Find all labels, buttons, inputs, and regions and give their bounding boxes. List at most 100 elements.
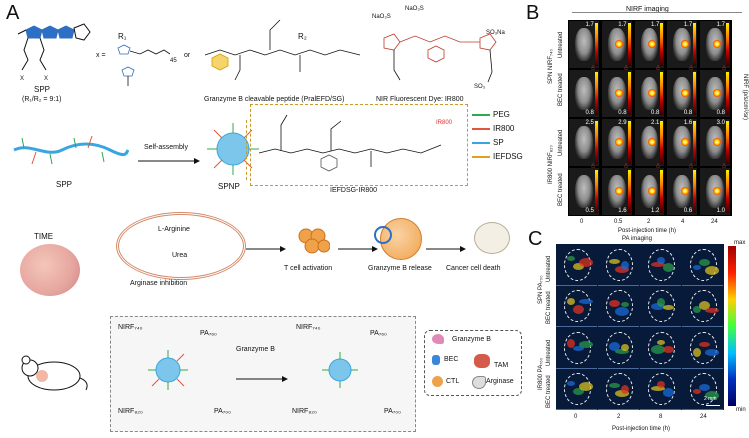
tumor-roi-circle [606,248,633,281]
pa-signal [657,256,666,264]
spp-chain-illustration [10,128,130,174]
panel-letter-c: C [528,228,543,250]
pa-row2-label: BEC treated [546,291,552,324]
spp-structure [14,20,94,80]
dye-caption: NIR Fluorescent Dye: IR800 [376,96,464,103]
ir800-structure [370,6,510,90]
nirf-row4-label: BEC treated [558,173,564,206]
pa-tile [640,285,681,327]
mouse-silhouette [574,28,593,61]
nirf-colorbar [594,170,598,213]
fluorescence-hotspot [614,186,623,195]
nirf-tile: 1.6 [601,168,632,215]
pa-tile [598,327,639,369]
pa-signal [693,347,702,357]
peptide-caption: Granzyme B cleavable peptide (PralEFD/SG… [204,96,345,103]
fluorescence-hotspot [614,39,623,48]
pa-signal [578,299,593,305]
pa-row4-label: BEC treated [546,375,552,408]
self-assembly-arrow [138,152,200,164]
bec-icon [432,355,440,365]
pa-tile [598,285,639,327]
tumor-roi-circle [690,373,717,406]
cell-legend-box [424,330,522,396]
probe-particle-b [320,350,360,390]
nirf-row1-label: Untreated [558,31,564,58]
nirf-colorbar [693,170,697,213]
mouse-silhouette [574,77,593,110]
pa-signal [693,306,702,314]
pa-signal [615,307,630,317]
pa700-b: PA₇₀₀ [384,408,402,415]
pa-signal [657,339,666,345]
or-text: or [184,52,191,59]
tumor-roi-circle [690,331,717,364]
pa-signal [657,298,666,308]
spnp-label: SPNP [218,182,240,191]
fluorescence-hotspot [680,39,689,48]
nirf-colorbar [725,72,729,115]
legend-tam: TAM [494,362,509,369]
pa-colorbar [728,246,736,406]
pa-signal [704,307,719,313]
granzyme-icon [432,334,444,344]
pa-tile [682,285,723,327]
pa-signal [651,303,666,311]
x-label-1: X [20,76,25,82]
fluorescence-hotspot [680,186,689,195]
nirf-imaging-title: NIRF imaging [626,6,669,13]
fluorescence-hotspot [647,186,656,195]
pa-tile [556,368,597,410]
probe-particle-a [146,348,190,392]
nirf-colorbar [627,170,631,213]
nirf-scale-min: 1.6 [618,208,627,214]
so3na-3: SO₃Na [486,30,505,36]
arrow-to-granzyme [338,240,378,252]
arginase-icon [472,376,486,389]
iefdsg-ir800-box [250,104,468,186]
nirf-tile: 0.8 [667,70,698,117]
pa-time-0: 0 [574,414,578,420]
pa-tile [556,285,597,327]
pa-xlabel: Post-injection time (h) [612,426,671,432]
nirf-colorbar [725,121,729,164]
nirf-tile: 0.5 [569,168,599,215]
nirf-tile: 0.8 [569,70,599,117]
magnifier-icon [374,226,392,244]
pa-time-3: 24 [700,414,707,420]
pa-signal [609,341,621,351]
cell-membrane [116,212,246,280]
nirf-colorbar-label: NIRF (p/s/cm²/sr) [742,74,748,120]
nirf-row3-label: Untreated [558,129,564,156]
nirf-row2-label: BEC treated [558,73,564,106]
nirf-scale-min: 0.5 [585,208,594,214]
pa-signal [657,381,666,389]
nirf-tile: 2.5× 10⁹ [569,119,599,175]
pa-image-grid [556,244,724,410]
nirf-time-1: 0.5 [614,219,623,225]
nirf-colorbar [693,23,697,66]
pa-signal [620,385,629,395]
dead-cell [474,222,510,254]
panel-letter-b: B [526,2,540,24]
pa-signal [662,304,674,310]
pa-signal [578,340,593,348]
urea-label: Urea [172,252,188,259]
pa-signal [693,389,702,395]
panel-letter-a: A [6,2,20,24]
legend-ir800: IR800 [472,124,514,133]
pa-group2-label: IR800 PA₇₆₀ [538,357,544,390]
pa-group1-label: SPN PA₇₀₀ [538,275,544,304]
granzyme-arrow [236,370,288,382]
nirf-scale-max: 3.0 [716,120,725,126]
naso3-2: NaO₃S [405,6,424,12]
ir800-tag: IR800 [436,120,453,126]
pa700-a: PA₇₀₀ [214,408,232,415]
nirf-scale-max: 1.7 [716,22,725,28]
nirf-tile: 0.8 [601,70,632,117]
time-label: TIME [34,232,54,241]
r1-label: R₁ [118,32,127,41]
arrow-to-death [426,240,466,252]
pa-signal [699,259,711,267]
fluorescence-hotspot [713,39,722,48]
